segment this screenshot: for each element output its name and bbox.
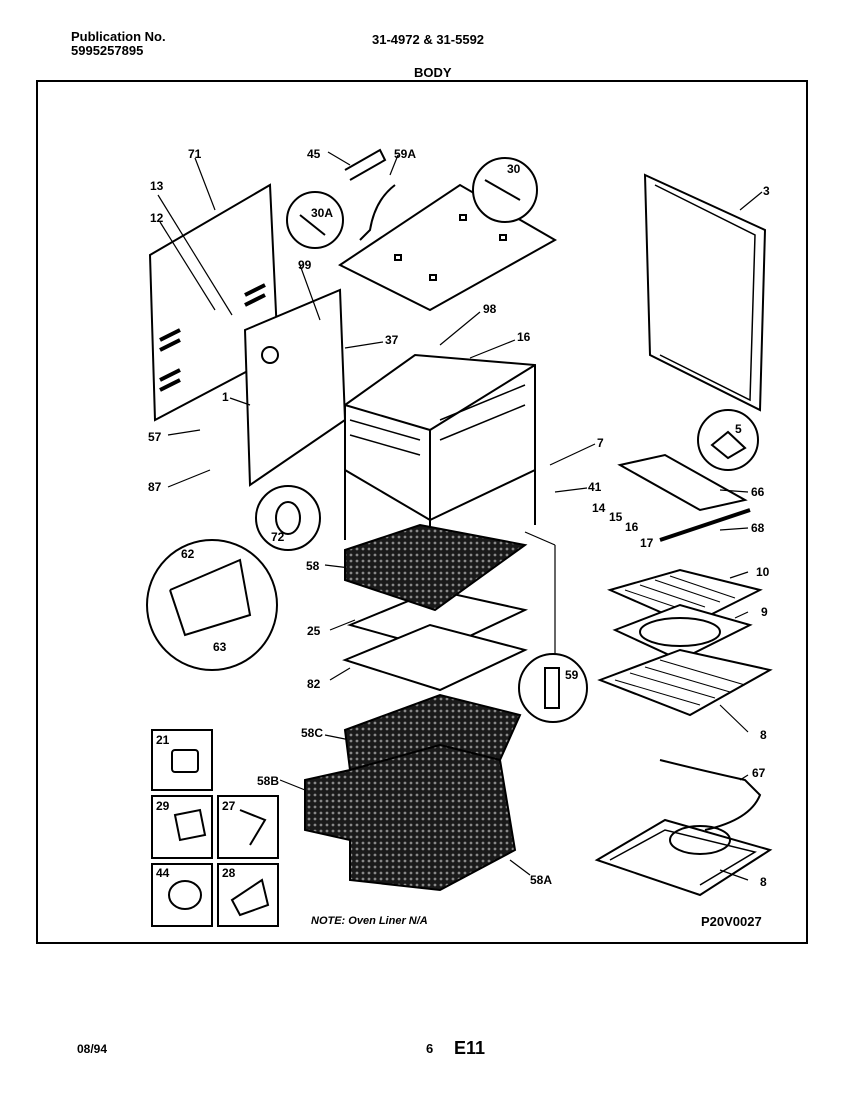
part-label-8-rack: 8 <box>760 728 767 742</box>
side-panel <box>643 173 767 412</box>
diagram-frame <box>36 80 808 944</box>
part-label-8-bottom: 8 <box>760 875 767 889</box>
part-label-28: 28 <box>222 866 236 880</box>
part-label-68: 68 <box>751 521 765 535</box>
insulation-58 <box>344 523 528 612</box>
oven-bottom <box>594 818 773 897</box>
part-label-14: 14 <box>592 501 606 515</box>
part-label-45: 45 <box>307 147 321 161</box>
part-label-58c: 58C <box>301 726 324 740</box>
part-label-58: 58 <box>306 559 320 573</box>
part-label-9: 9 <box>761 605 768 619</box>
part-label-67: 67 <box>752 766 766 780</box>
inset-29 <box>151 795 213 859</box>
part-label-13: 13 <box>150 179 164 193</box>
part-label-10: 10 <box>756 565 770 579</box>
part-label-66: 66 <box>751 485 765 499</box>
part-label-98: 98 <box>483 302 497 316</box>
part-label-72: 72 <box>271 530 285 544</box>
part-label-57: 57 <box>148 430 162 444</box>
footer-section-code: E11 <box>454 1038 486 1058</box>
inset-27 <box>217 795 279 859</box>
part-label-37: 37 <box>385 333 399 347</box>
part-label-41: 41 <box>588 480 602 494</box>
part-label-5: 5 <box>735 422 742 436</box>
part-label-30: 30 <box>507 162 521 176</box>
part-label-99: 99 <box>298 258 312 272</box>
part-label-71: 71 <box>188 147 202 161</box>
model-numbers: 31-4972 & 31-5592 <box>372 32 485 47</box>
callout-62 <box>146 539 278 671</box>
part-label-16-top: 16 <box>517 330 531 344</box>
part-label-15: 15 <box>609 510 623 524</box>
publication-label: Publication No. <box>71 29 166 44</box>
part-label-7: 7 <box>597 436 604 450</box>
part-label-21: 21 <box>156 733 170 747</box>
part-label-16-bottom: 16 <box>625 520 639 534</box>
shelf-82 <box>342 623 528 692</box>
part-label-87: 87 <box>148 480 162 494</box>
part-label-59: 59 <box>565 668 579 682</box>
broiler-pan <box>612 603 753 662</box>
part-label-58a: 58A <box>530 873 553 887</box>
callout-30a <box>286 191 344 249</box>
part-label-44: 44 <box>156 866 170 880</box>
section-title: BODY <box>414 65 452 80</box>
part-label-12: 12 <box>150 211 164 225</box>
footer-date: 08/94 <box>77 1042 108 1056</box>
part-label-58b: 58B <box>257 774 280 788</box>
callout-30 <box>472 157 538 223</box>
inset-21 <box>151 729 213 791</box>
part-label-30a: 30A <box>311 206 334 220</box>
part-label-63: 63 <box>213 640 227 654</box>
oven-cavity <box>344 353 536 522</box>
part-label-59a: 59A <box>394 147 417 161</box>
part-label-1: 1 <box>222 390 229 404</box>
footer-page-number: 6 <box>426 1041 434 1056</box>
callout-5 <box>697 409 759 471</box>
part-label-25: 25 <box>307 624 321 638</box>
insulation-58b <box>304 743 517 892</box>
callout-59 <box>518 653 588 723</box>
callout-72 <box>255 485 321 551</box>
oven-liner-note: NOTE: Oven Liner N/A <box>311 915 428 927</box>
part-label-17: 17 <box>640 536 654 550</box>
part-label-62: 62 <box>181 547 195 561</box>
publication-number: 5995257895 <box>71 43 144 58</box>
part-label-3: 3 <box>763 184 770 198</box>
oven-rack <box>597 648 773 717</box>
part-label-29: 29 <box>156 799 170 813</box>
figure-code: P20V0027 <box>701 914 762 929</box>
part-label-82: 82 <box>307 677 321 691</box>
inset-28 <box>217 863 279 927</box>
part-label-27: 27 <box>222 799 236 813</box>
